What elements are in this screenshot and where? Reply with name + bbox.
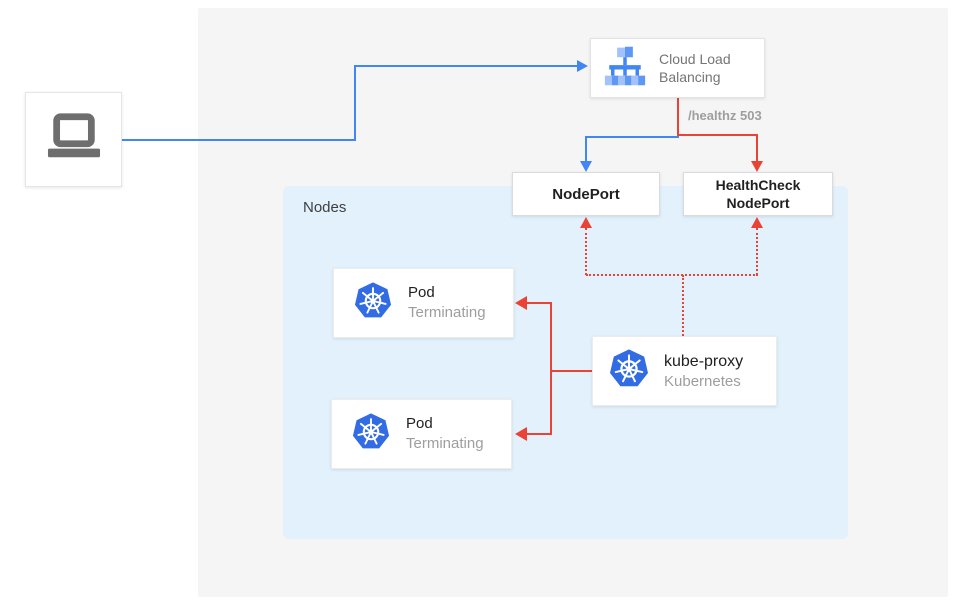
client-to-lb-line-v: [354, 65, 356, 141]
pod-node-2: Pod Terminating: [331, 399, 512, 469]
pod-title: Pod: [406, 415, 433, 432]
healthcheck-nodeport-label-line2: NodePort: [726, 195, 790, 211]
pod-title: Pod: [408, 284, 435, 301]
cloud-load-balancing-node: Cloud Load Balancing: [590, 38, 765, 98]
arrowhead-into-lb: [577, 60, 588, 72]
cloud-load-balancing-icon: [604, 46, 646, 91]
arrowhead-into-pod2: [515, 427, 527, 441]
line-to-pod1: [527, 302, 551, 304]
nodeport-label: NodePort: [552, 185, 620, 203]
dotted-line-to-nodeport: [585, 228, 587, 275]
lb-to-nodeport-line-v: [585, 136, 587, 162]
lb-to-healthcheck-line-h: [677, 134, 758, 136]
healthcheck-nodeport-node: HealthCheck NodePort: [683, 172, 833, 216]
dotted-line-to-healthcheck: [756, 228, 758, 275]
kubernetes-icon: [609, 348, 649, 394]
client-to-lb-line-h: [122, 139, 355, 141]
kube-proxy-subtitle: Kubernetes: [664, 372, 741, 390]
pod-status: Terminating: [406, 435, 484, 452]
arrowhead-into-nodeport: [580, 161, 592, 172]
kube-proxy-node: kube-proxy Kubernetes: [592, 336, 777, 406]
healthcheck-nodeport-label-line1: HealthCheck: [715, 177, 801, 193]
lb-to-nodeport-line-h: [586, 136, 679, 138]
client-to-lb-line-h2: [354, 65, 578, 67]
client-node: [25, 92, 122, 187]
pod-node-1: Pod Terminating: [333, 268, 514, 338]
healthz-503-label: /healthz 503: [688, 108, 762, 123]
arrowhead-into-pod1: [515, 296, 527, 310]
cloud-load-balancing-label: Cloud Load Balancing: [659, 51, 731, 85]
kubeproxy-to-pods-line-h: [550, 370, 592, 372]
kubernetes-icon: [354, 281, 392, 325]
kubeproxy-dotted-line-h: [586, 274, 758, 276]
laptop-icon: [43, 110, 105, 169]
kubeproxy-to-pods-line-v: [550, 302, 552, 435]
kubernetes-icon: [352, 412, 390, 456]
nodes-panel-label: Nodes: [303, 199, 347, 216]
line-to-pod2: [527, 433, 551, 435]
kubeproxy-dotted-stem: [682, 275, 684, 336]
nodeport-node: NodePort: [512, 172, 660, 216]
lb-stem-line: [677, 98, 679, 136]
lb-to-healthcheck-line-v: [756, 134, 758, 162]
kube-proxy-title: kube-proxy: [664, 352, 744, 370]
pod-status: Terminating: [408, 304, 486, 321]
arrowhead-up-healthcheck: [751, 217, 763, 228]
arrowhead-into-healthcheck: [751, 161, 763, 172]
arrowhead-up-nodeport: [580, 217, 592, 228]
